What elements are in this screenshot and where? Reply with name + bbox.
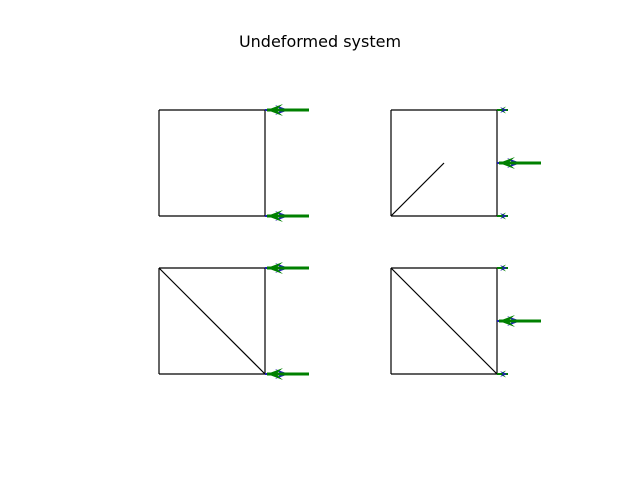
subplot-top-right <box>390 106 541 220</box>
subplot-top-left <box>158 104 309 222</box>
load-bottom-right <box>497 370 508 378</box>
force-arrowhead <box>267 262 283 274</box>
displacement-arrowhead <box>500 213 507 219</box>
force-arrowhead <box>267 104 283 116</box>
displacement-arrowhead <box>500 265 507 271</box>
member-diagonal <box>158 267 266 375</box>
load-bottom-right <box>497 212 508 220</box>
force-arrowhead <box>499 370 506 378</box>
force-arrowhead <box>267 368 283 380</box>
force-arrowhead <box>499 212 506 220</box>
member-diagonal <box>390 267 498 375</box>
load-bottom-right <box>265 368 309 380</box>
load-top-right <box>265 262 309 274</box>
force-arrowhead <box>499 315 515 327</box>
load-right-mid <box>497 315 541 327</box>
load-top-right <box>265 104 309 116</box>
subplot-bottom-right <box>390 264 541 378</box>
load-top-right <box>497 264 508 272</box>
figure-title: Undeformed system <box>238 32 402 51</box>
load-bottom-right <box>265 210 309 222</box>
displacement-arrowhead <box>500 371 507 377</box>
displacement-arrowhead <box>500 107 507 113</box>
force-arrowhead <box>499 106 506 114</box>
force-arrowhead <box>499 157 515 169</box>
load-right-mid <box>497 157 541 169</box>
member-half-diagonal <box>390 162 445 217</box>
load-top-right <box>497 106 508 114</box>
force-arrowhead <box>267 210 283 222</box>
subplot-bottom-left <box>158 262 309 380</box>
force-arrowhead <box>499 264 506 272</box>
